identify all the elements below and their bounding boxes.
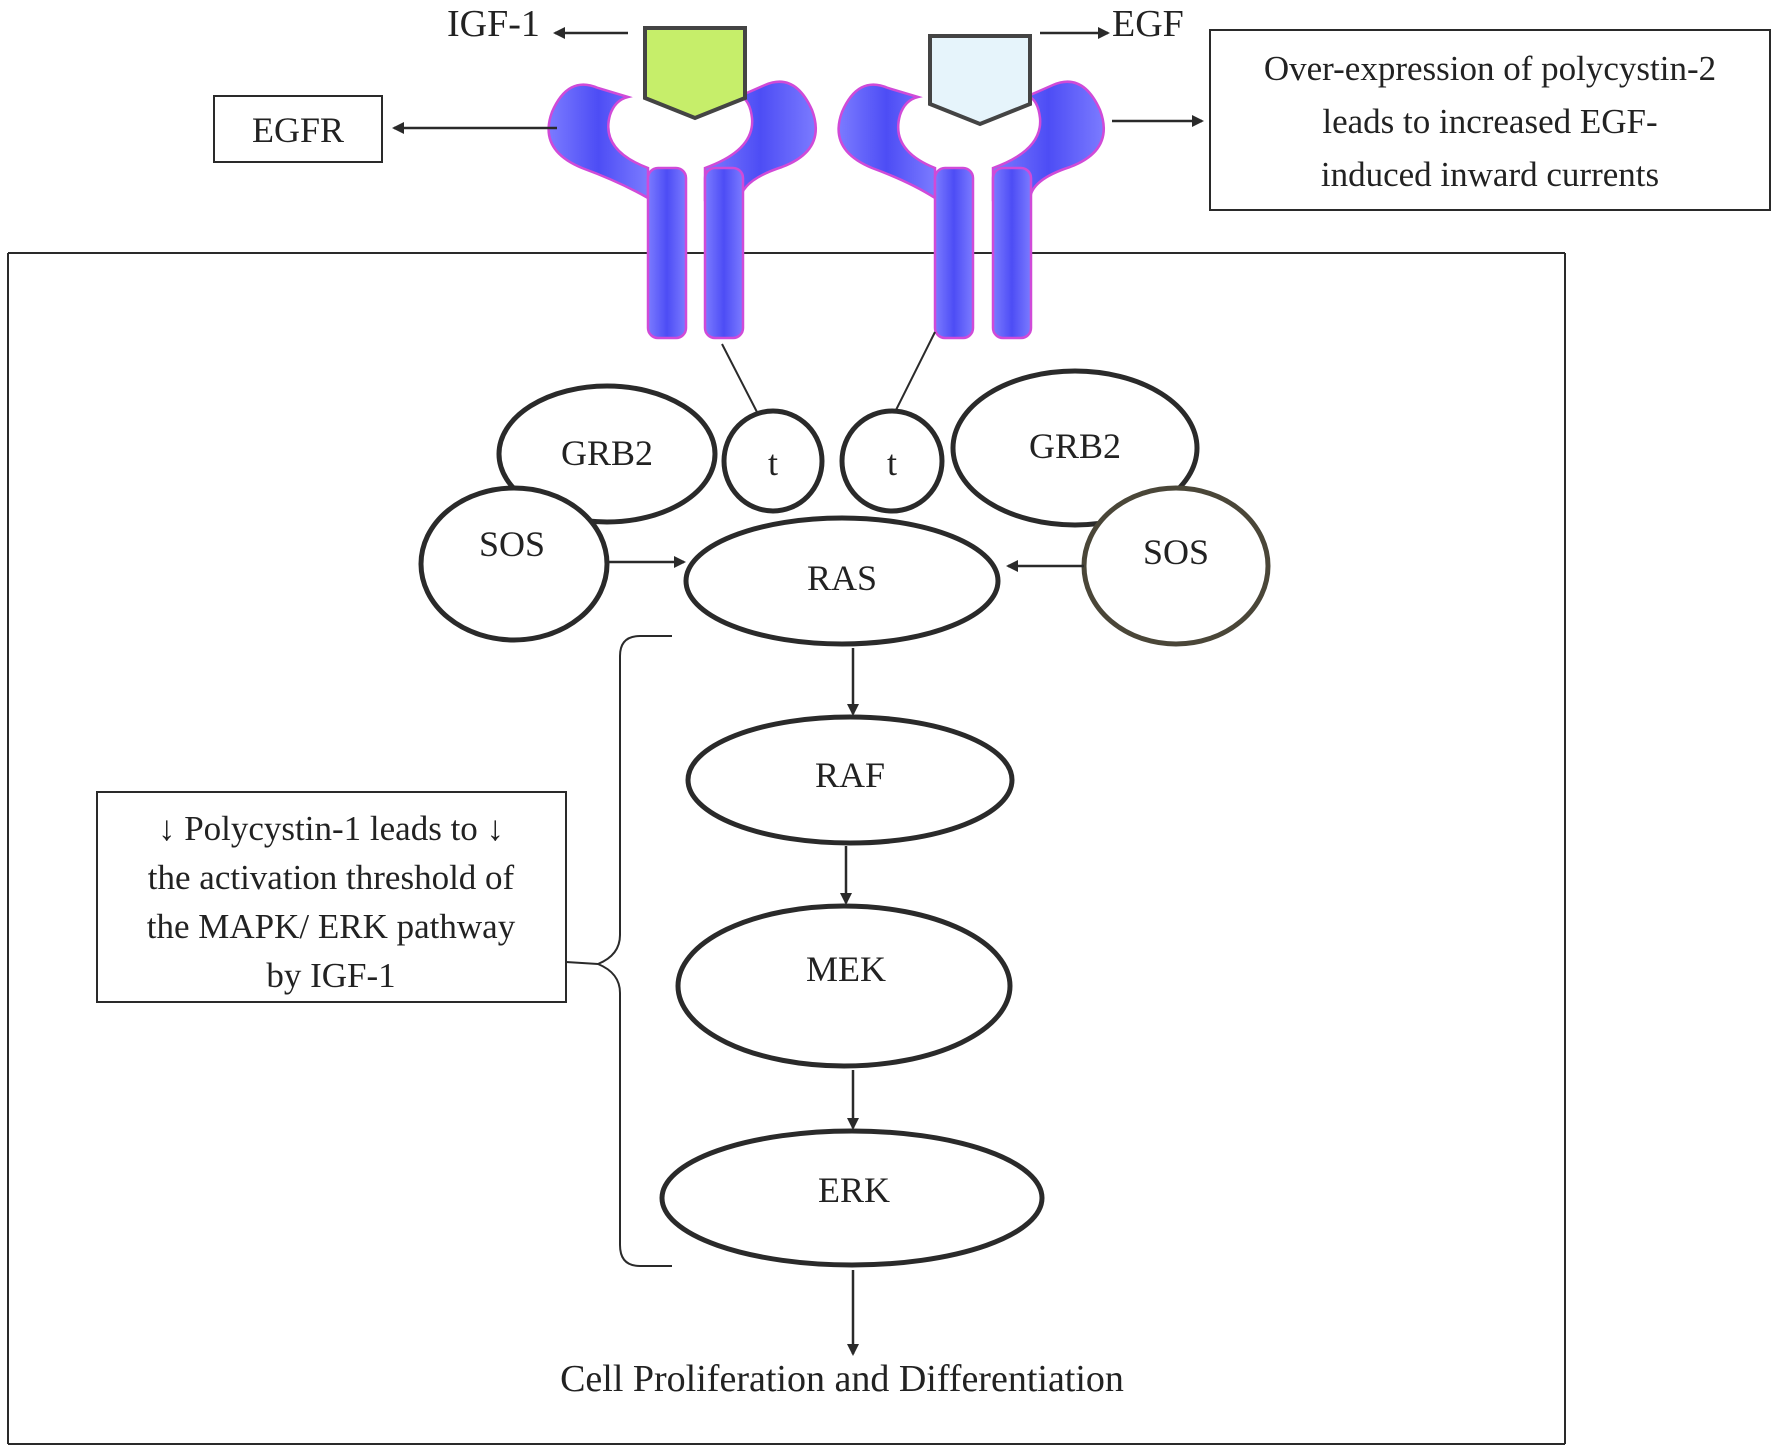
grb2-right-label: GRB2 [1029, 426, 1121, 466]
polycystin2-note-line-3: induced inward currents [1321, 155, 1659, 194]
receptor-left-arm-left [547, 83, 650, 201]
tether-right [894, 331, 936, 413]
polycystin2-note-line-2: leads to increased EGF- [1322, 102, 1657, 141]
tether-left [721, 343, 759, 415]
raf-node [685, 714, 1015, 846]
polycystin1-note-line-4: by IGF-1 [266, 956, 395, 995]
bracket-to-note-connector [565, 961, 599, 965]
erk-node [659, 1128, 1045, 1268]
receptor-right-stem-right [991, 166, 1033, 340]
receptor-left-stem-left [646, 166, 688, 340]
igf1-ligand [643, 26, 747, 121]
polycystin2-note-box [1209, 29, 1771, 211]
receptor-right-stem-left [933, 166, 975, 340]
erk-label: ERK [818, 1170, 890, 1210]
t-left-label: t [768, 443, 778, 483]
outcome-label: Cell Proliferation and Differentiation [560, 1358, 1124, 1400]
ras-node [683, 515, 1001, 647]
egf-ligand [928, 34, 1032, 127]
egfr-box [213, 95, 383, 163]
receptor-left [547, 80, 817, 340]
mek-label: MEK [806, 949, 886, 989]
ras-label: RAS [807, 558, 877, 598]
sos-left-node [418, 485, 610, 643]
polycystin2-note-line-1: Over-expression of polycystin-2 [1264, 49, 1716, 88]
receptor-right-arm-left [837, 83, 937, 201]
polycystin1-note-box [96, 791, 567, 1003]
sos-left-label: SOS [479, 524, 545, 564]
cascade-bracket [595, 635, 672, 1267]
t-right-node [839, 408, 945, 514]
egfr-label: EGFR [252, 110, 344, 150]
polycystin1-note-line-1: ↓ Polycystin-1 leads to ↓ [158, 809, 504, 848]
raf-label: RAF [815, 755, 885, 795]
cell-boundary [7, 252, 1566, 1445]
mek-node [675, 903, 1013, 1069]
receptor-right [837, 80, 1105, 340]
grb2-right-node [950, 368, 1200, 528]
t-right-label: t [887, 443, 897, 483]
t-left-node [721, 408, 825, 514]
egf-label: EGF [1112, 3, 1184, 45]
sos-right-label: SOS [1143, 532, 1209, 572]
polycystin1-note-line-2: the activation threshold of [148, 858, 515, 897]
receptor-left-stem-right [703, 166, 745, 340]
igf1-label: IGF-1 [447, 3, 540, 45]
grb2-left-label: GRB2 [561, 433, 653, 473]
polycystin1-note-line-3: the MAPK/ ERK pathway [147, 907, 516, 946]
grb2-left-node [496, 383, 718, 525]
